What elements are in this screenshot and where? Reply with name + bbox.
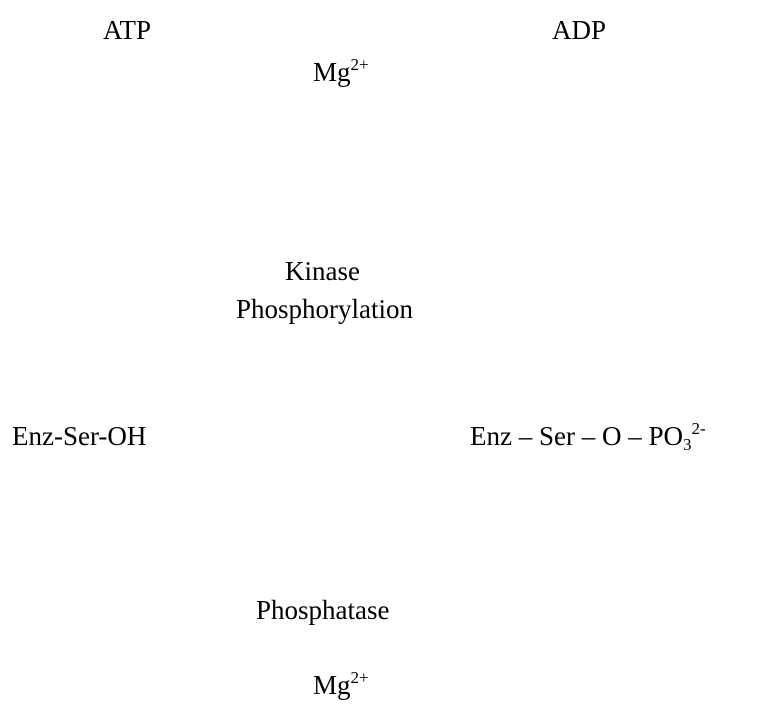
phosphatase-label: Phosphatase — [256, 595, 390, 625]
substrate-label: Enz-Ser-OH — [12, 421, 147, 451]
mg-symbol: Mg — [313, 57, 351, 87]
product-formula: Enz – Ser – O – PO — [470, 421, 683, 451]
mg-cofactor-bottom: Mg2+ — [313, 669, 369, 700]
kinase-label: Kinase — [285, 256, 360, 286]
product-subscript: 3 — [682, 435, 692, 454]
mg-cofactor-top: Mg2+ — [313, 56, 369, 87]
product-charge: 2- — [691, 419, 706, 438]
product-label: Enz – Ser – O – PO32- — [470, 420, 706, 453]
phosphorylation-label: Phosphorylation — [236, 294, 414, 324]
mg-charge: 2+ — [350, 668, 369, 687]
atp-label: ATP — [103, 15, 152, 45]
mg-charge: 2+ — [350, 55, 369, 74]
mg-symbol: Mg — [313, 670, 351, 700]
adp-label: ADP — [552, 15, 607, 45]
